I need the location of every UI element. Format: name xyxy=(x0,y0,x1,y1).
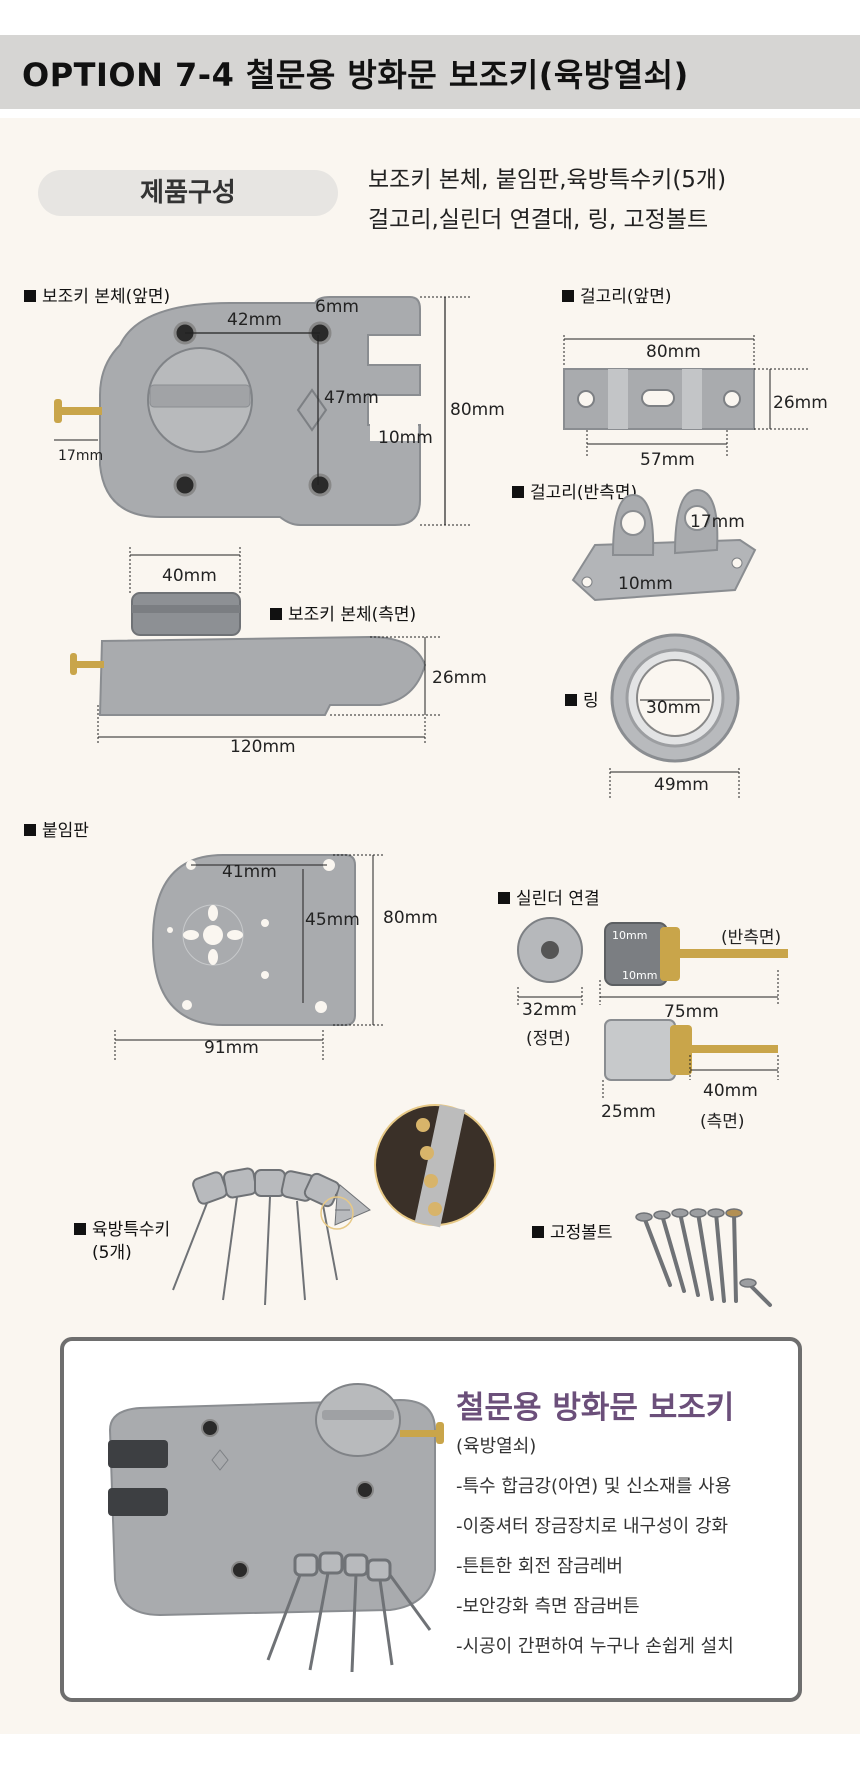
dim-body-side-40: 40mm xyxy=(162,566,217,586)
composition-line-2: 걸고리,실린더 연결대, 링, 고정볼트 xyxy=(368,207,709,233)
section-plate-label: 붙임판 xyxy=(42,821,89,841)
plate-image xyxy=(114,854,385,1060)
promo-feature-2: -이중셔터 장금장치로 내구성이 강화 xyxy=(456,1516,729,1537)
promo-title: 철문용 방화문 보조키 xyxy=(456,1390,735,1426)
section-body-front: 보조키 본체(앞면) xyxy=(24,282,170,307)
section-cylinder-label: 실린더 연결 xyxy=(516,889,600,909)
dim-cylinder-32: 32mm xyxy=(522,1000,577,1020)
dim-plate-91: 91mm xyxy=(204,1038,259,1058)
dim-hook-front-57: 57mm xyxy=(640,450,695,470)
dim-body-side-120: 120mm xyxy=(230,737,296,757)
composition-pill xyxy=(38,170,338,216)
dim-hook-back-10: 10mm xyxy=(618,574,673,594)
dim-line-57 xyxy=(586,430,728,458)
lock-body-front-image xyxy=(54,296,470,526)
section-ring: 링 xyxy=(565,686,599,711)
bolts-image xyxy=(635,1208,772,1307)
dim-cylinder-10b: 10mm xyxy=(622,969,658,982)
bullet-square-icon xyxy=(24,290,36,302)
section-keys-count: (5개) xyxy=(92,1243,132,1263)
title-bar xyxy=(0,35,860,109)
section-body-side-label: 보조키 본체(측면) xyxy=(288,605,417,625)
bullet-square-icon xyxy=(24,824,36,836)
bullet-square-icon xyxy=(562,290,574,302)
dim-body-front-6: 6mm xyxy=(315,297,359,317)
section-plate: 붙임판 xyxy=(24,816,89,841)
dim-cylinder-75: 75mm xyxy=(664,1002,719,1022)
section-hook-front: 걸고리(앞면) xyxy=(562,282,671,307)
dim-cylinder-side-label: (측면) xyxy=(700,1112,745,1132)
composition-line-1: 보조키 본체, 붙임판,육방특수키(5개) xyxy=(368,167,727,193)
dim-ring-30: 30mm xyxy=(646,698,701,718)
bullet-square-icon xyxy=(565,694,577,706)
dim-body-front-17: 17mm xyxy=(58,448,104,464)
dim-body-side-26: 26mm xyxy=(432,668,487,688)
bullet-square-icon xyxy=(512,486,524,498)
dim-cylinder-40: 40mm xyxy=(703,1081,758,1101)
dim-plate-45: 45mm xyxy=(305,910,360,930)
dim-hook-back-17: 17mm xyxy=(690,512,745,532)
hook-back-image xyxy=(571,488,757,602)
section-hook-front-label: 걸고리(앞면) xyxy=(580,287,672,307)
cylinder-image xyxy=(517,917,788,1100)
page-title: OPTION 7-4 철문용 방화문 보조키(육방열쇠) xyxy=(22,56,689,94)
section-bolts: 고정볼트 xyxy=(532,1218,613,1243)
dim-ring-49: 49mm xyxy=(654,775,709,795)
dim-cylinder-25: 25mm xyxy=(601,1102,656,1122)
dim-body-front-47: 47mm xyxy=(324,388,379,408)
dim-cylinder-half-label: (반측면) xyxy=(721,928,782,948)
dim-plate-41: 41mm xyxy=(222,862,277,882)
dim-hook-front-26: 26mm xyxy=(773,393,828,413)
section-cylinder: 실린더 연결 xyxy=(498,884,600,909)
section-hook-back-label: 걸고리(반측면) xyxy=(530,483,638,503)
dim-hook-front-80: 80mm xyxy=(646,342,701,362)
promo-feature-1: -특수 합금강(아연) 및 신소재를 사용 xyxy=(456,1476,732,1497)
dim-cylinder-front-label: (정면) xyxy=(526,1029,571,1049)
promo-subtitle: (육방열쇠) xyxy=(456,1436,537,1457)
composition-label: 제품구성 xyxy=(140,178,236,208)
bullet-square-icon xyxy=(74,1223,86,1235)
ring-image xyxy=(609,633,740,800)
promo-product-image xyxy=(108,1383,444,1673)
section-keys: 육방특수키 xyxy=(74,1215,170,1240)
section-ring-label: 링 xyxy=(583,691,599,711)
hook-front-image xyxy=(563,335,810,430)
dim-cylinder-10a: 10mm xyxy=(612,929,648,942)
promo-feature-5: -시공이 간편하여 누구나 손쉽게 설치 xyxy=(456,1636,734,1657)
lock-body-side-image xyxy=(70,547,440,745)
bullet-square-icon xyxy=(270,608,282,620)
section-keys-label: 육방특수키 xyxy=(92,1220,171,1240)
bullet-square-icon xyxy=(498,892,510,904)
section-body-front-label: 보조키 본체(앞면) xyxy=(42,287,171,307)
section-body-side: 보조키 본체(측면) xyxy=(270,600,416,625)
dim-plate-80: 80mm xyxy=(383,908,438,928)
promo-feature-4: -보안강화 측면 잠금버튼 xyxy=(456,1596,640,1617)
bullet-square-icon xyxy=(532,1226,544,1238)
section-hook-back: 걸고리(반측면) xyxy=(512,478,637,503)
promo-feature-3: -튼튼한 회전 잠금레버 xyxy=(456,1556,623,1577)
section-bolts-label: 고정볼트 xyxy=(550,1223,613,1243)
dim-body-front-10: 10mm xyxy=(378,428,433,448)
dim-body-front-80: 80mm xyxy=(450,400,505,420)
dim-body-front-42: 42mm xyxy=(227,310,282,330)
keys-image xyxy=(172,1104,496,1306)
